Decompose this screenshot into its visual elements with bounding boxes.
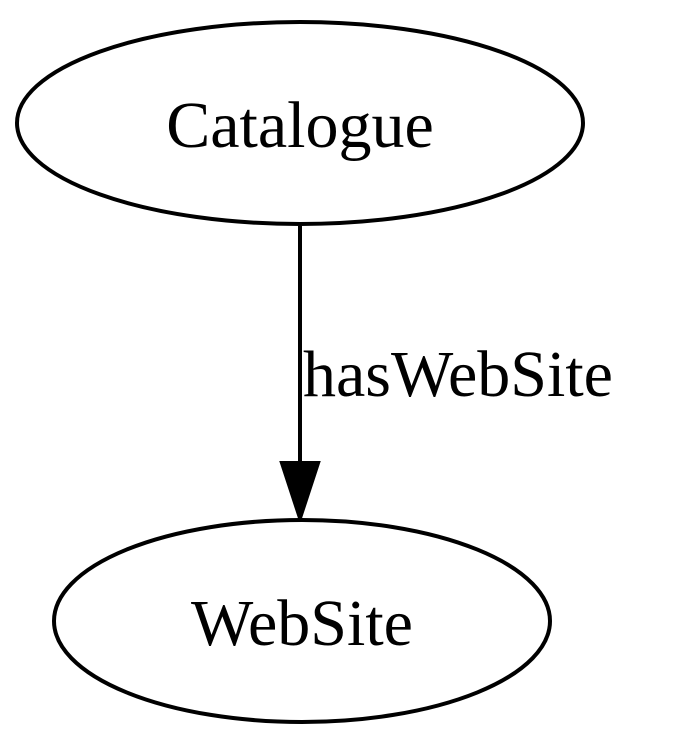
node-website[interactable]: WebSite xyxy=(52,518,552,724)
node-website-label: WebSite xyxy=(191,587,413,660)
node-catalogue-label: Catalogue xyxy=(166,89,434,162)
edge-has-web-site-label: hasWebSite xyxy=(303,338,613,411)
node-website-shape xyxy=(52,518,552,724)
node-catalogue[interactable]: Catalogue xyxy=(15,20,585,226)
node-catalogue-shape xyxy=(15,20,585,226)
edge-has-web-site[interactable]: hasWebSite xyxy=(279,226,613,525)
edge-has-web-site-arrowhead xyxy=(279,461,321,525)
